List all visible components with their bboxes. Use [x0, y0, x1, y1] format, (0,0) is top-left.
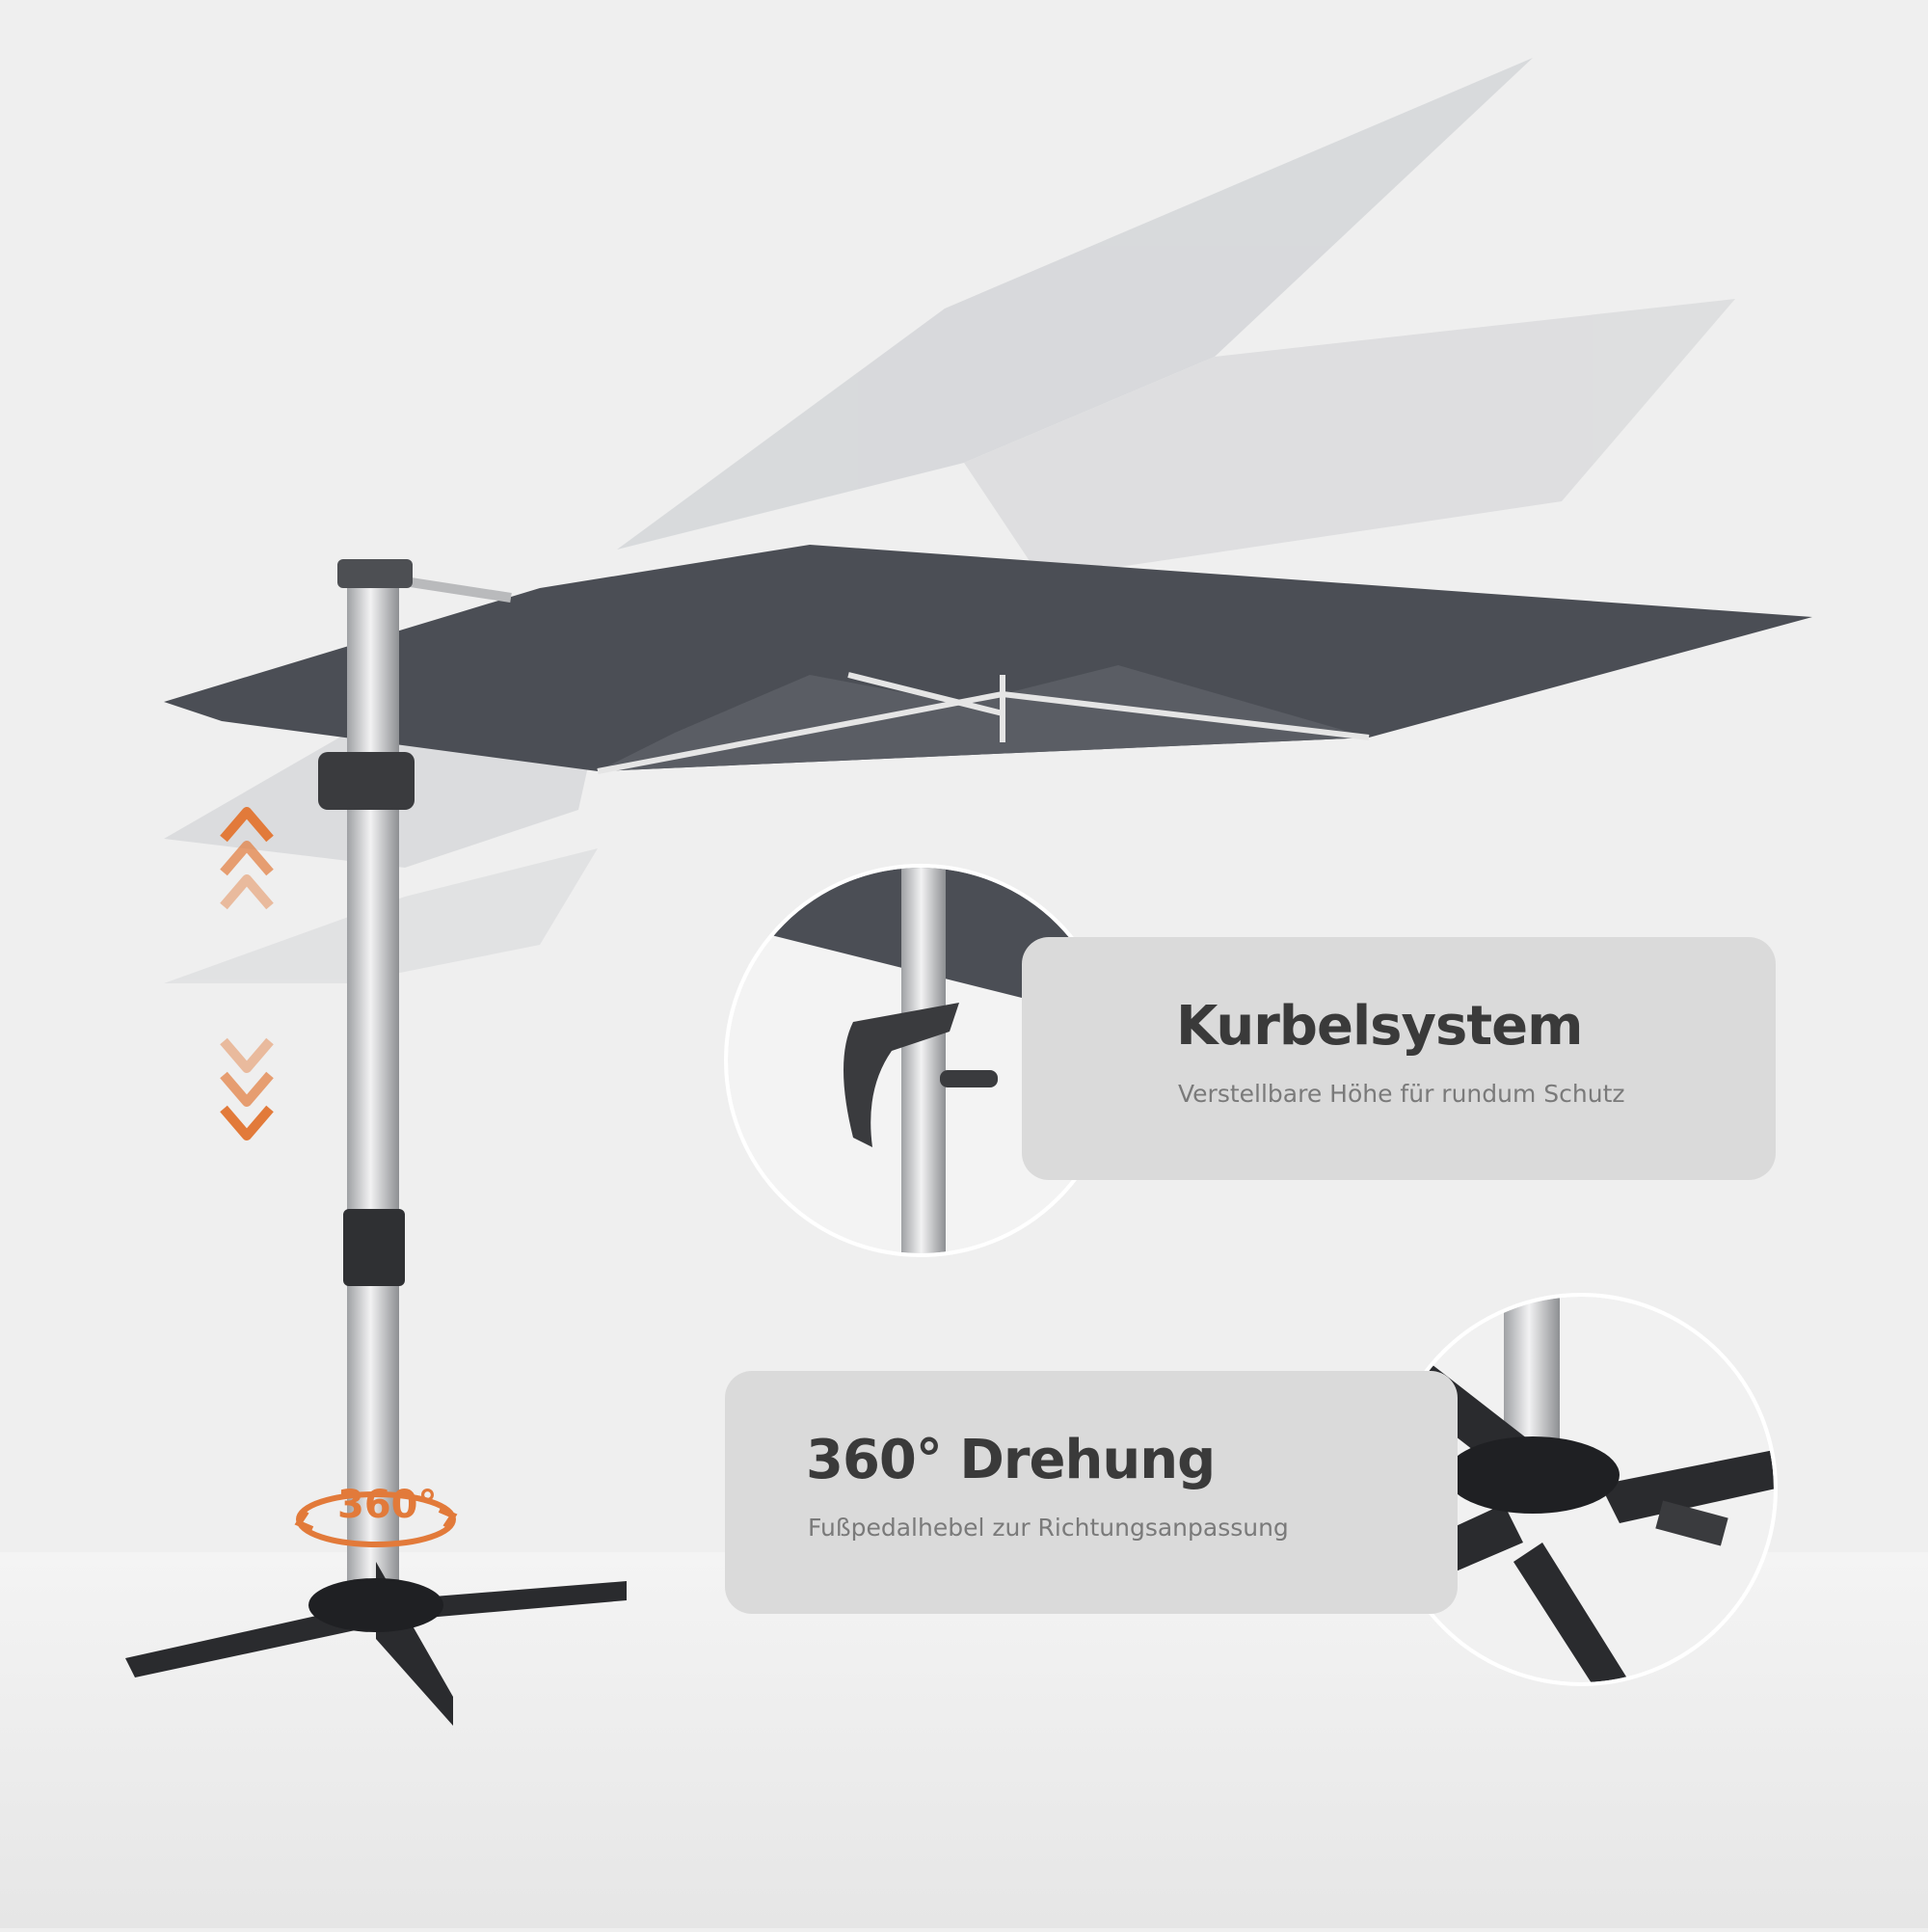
- feature-subtitle: Fußpedalhebel zur Richtungsanpassung: [808, 1514, 1289, 1542]
- crank-handle: [318, 752, 415, 810]
- canopy: [164, 545, 1812, 774]
- ghost-canopy-high: [617, 58, 1735, 578]
- feature-title: Kurbelsystem: [1176, 995, 1583, 1058]
- feature-card-crank: Kurbelsystem Verstellbare Höhe für rundu…: [1022, 937, 1776, 1180]
- cross-base: [125, 1562, 627, 1726]
- feature-title: 360° Drehung: [806, 1429, 1216, 1491]
- pole: [347, 578, 399, 1581]
- height-arrows-icon: [220, 807, 274, 1140]
- rotation-badge: 360°: [337, 1483, 438, 1527]
- detail-crank: [724, 864, 1117, 1257]
- pole-clamp: [343, 1209, 405, 1286]
- feature-subtitle: Verstellbare Höhe für rundum Schutz: [1178, 1080, 1625, 1108]
- detail-rotation-base: [1384, 1293, 1778, 1686]
- feature-card-rotation: 360° Drehung Fußpedalhebel zur Richtungs…: [725, 1371, 1458, 1614]
- rotation-icon: [294, 1491, 458, 1547]
